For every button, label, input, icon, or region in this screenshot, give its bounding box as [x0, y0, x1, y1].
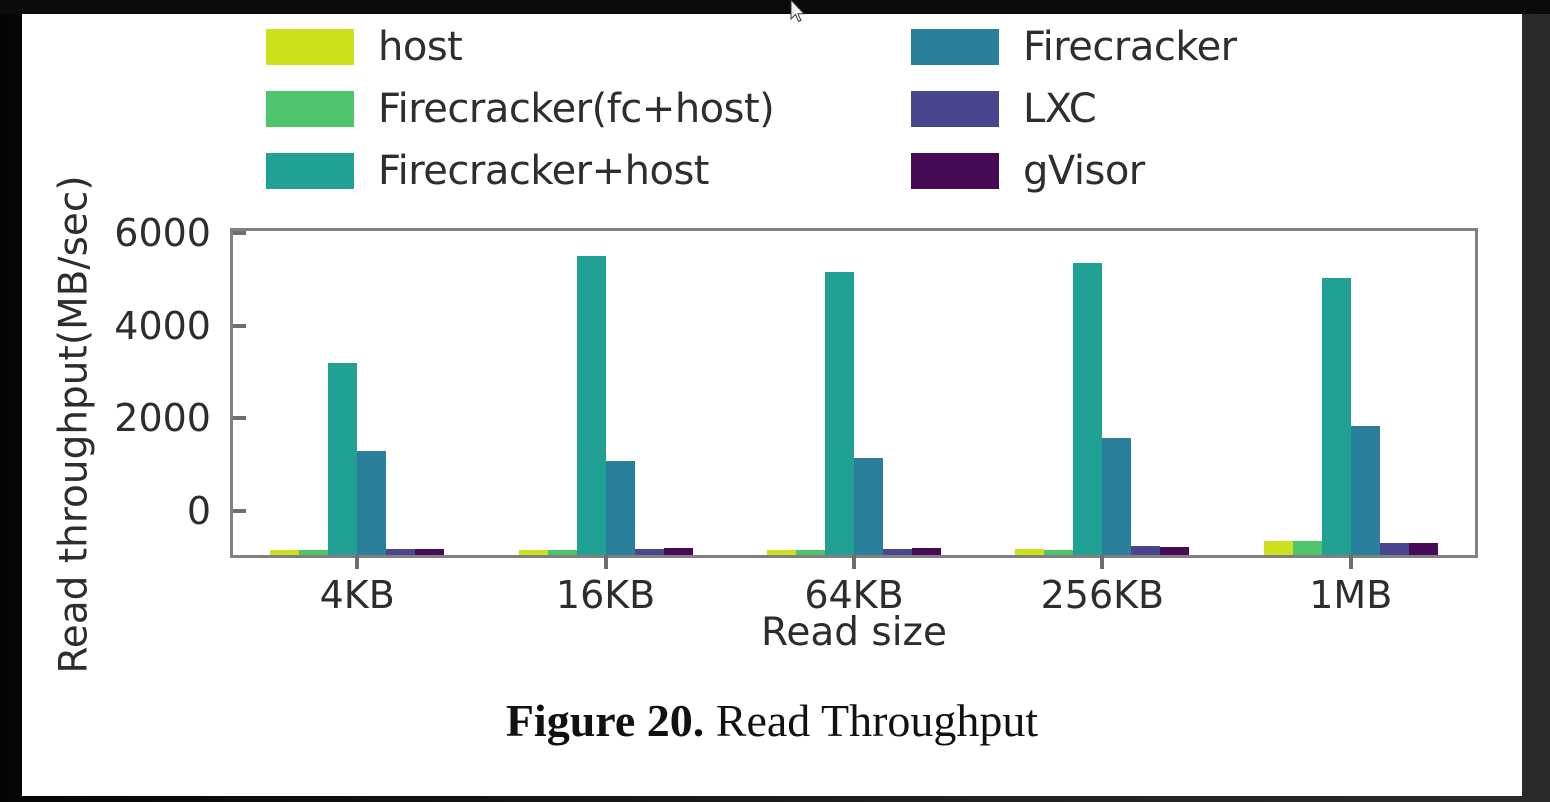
bar	[1160, 547, 1190, 555]
bar	[328, 362, 358, 555]
y-axis-tick-mark	[233, 323, 246, 328]
bar-cluster	[767, 231, 941, 555]
y-axis-tick: 0	[186, 489, 246, 533]
y-axis-tick-mark	[233, 231, 246, 236]
legend-item-label: Firecracker+host	[378, 148, 709, 194]
legend-swatch-icon	[911, 29, 999, 65]
legend-item-label: Firecracker(fc+host)	[378, 86, 775, 132]
x-axis-tick-mark	[1100, 555, 1105, 569]
x-axis-tick-mark	[355, 555, 360, 569]
chart-area: Read throughput(MB/sec) 0 2000 4000 6000 4KB…	[22, 175, 1522, 676]
x-axis-tick-label: 4KB	[319, 573, 395, 617]
x-axis-tick-mark	[851, 555, 856, 569]
legend-swatch-icon	[266, 153, 354, 189]
plot-inner: 0 2000 4000 6000 4KB 16KB 64KB 256KB 1MB	[114, 211, 1475, 617]
player-top-letterbox	[0, 0, 1550, 14]
bar	[1131, 545, 1161, 555]
bar-group: 16KB	[481, 231, 729, 617]
bar	[605, 461, 635, 555]
bar	[518, 549, 548, 555]
plot-frame: 0 2000 4000 6000 4KB 16KB 64KB 256KB 1MB	[114, 211, 1478, 617]
legend-swatch-icon	[266, 29, 354, 65]
bar	[663, 548, 693, 555]
bar-cluster	[1015, 231, 1190, 555]
bar-cluster	[270, 231, 445, 555]
bar	[767, 549, 797, 555]
figure-caption-title: Read Throughput	[704, 695, 1039, 746]
bar	[825, 271, 854, 555]
y-axis-tick-label: 2000	[114, 396, 211, 441]
y-axis-tick: 4000	[114, 303, 246, 348]
bar	[299, 550, 329, 555]
legend-item: LXC	[911, 78, 1311, 140]
y-axis-tick-label: 6000	[114, 211, 211, 256]
bar	[634, 548, 664, 555]
legend-item: Firecracker+host	[266, 140, 886, 202]
bar-group: 256KB	[978, 231, 1226, 617]
bar-cluster	[518, 231, 693, 555]
legend-item: host	[266, 16, 886, 78]
y-axis-tick-mark	[233, 416, 246, 421]
bar-group: 64KB	[730, 231, 978, 617]
legend-swatch-icon	[911, 91, 999, 127]
bar	[1408, 542, 1438, 555]
bar	[415, 548, 445, 555]
bar	[796, 550, 826, 555]
legend-item: gVisor	[911, 140, 1311, 202]
y-axis-tick-mark	[233, 509, 246, 513]
bar	[854, 458, 883, 555]
y-axis-tick: 6000	[114, 211, 246, 256]
x-axis-tick-label: 256KB	[1040, 573, 1165, 617]
legend-item-label: Firecracker	[1023, 24, 1237, 70]
x-axis-tick-label: 16KB	[555, 573, 656, 617]
y-axis-tick-label: 4000	[114, 303, 211, 348]
legend-swatch-icon	[266, 91, 354, 127]
bar	[1073, 263, 1103, 555]
bar	[911, 548, 941, 555]
legend-item-label: host	[378, 24, 463, 70]
figure-caption-number: Figure 20.	[505, 695, 705, 746]
bar	[1263, 541, 1293, 555]
y-axis-tick-label: 0	[186, 489, 211, 533]
legend-item-label: gVisor	[1023, 148, 1145, 194]
x-axis-tick-mark	[1348, 555, 1353, 569]
bar	[1379, 542, 1409, 555]
legend-swatch-icon	[911, 153, 999, 189]
x-axis-tick-label: 1MB	[1309, 573, 1393, 617]
x-axis-tick-mark	[603, 555, 608, 569]
bar	[1292, 541, 1322, 555]
bar	[1350, 426, 1380, 555]
bar	[270, 549, 300, 555]
x-axis-title: Read size	[760, 610, 947, 655]
bar	[1044, 549, 1074, 555]
bar-cluster	[1263, 231, 1438, 555]
figure-caption: Figure 20. Read Throughput	[22, 694, 1522, 747]
bar	[1102, 437, 1132, 555]
bar	[882, 549, 912, 555]
legend-item: Firecracker	[911, 16, 1311, 78]
bar	[1015, 549, 1045, 555]
mouse-pointer-icon	[790, 0, 806, 23]
legend-item-label: LXC	[1023, 86, 1097, 132]
x-axis-tick-label: 64KB	[804, 573, 904, 617]
y-axis-title: Read throughput(MB/sec)	[51, 175, 97, 674]
bar	[386, 548, 416, 555]
bar	[357, 450, 387, 555]
bar-group: 1MB	[1227, 231, 1475, 617]
legend-item: Firecracker(fc+host)	[266, 78, 886, 140]
bar	[1321, 278, 1351, 555]
bar	[576, 256, 606, 555]
bar	[547, 550, 577, 555]
y-axis-tick: 2000	[114, 396, 246, 441]
bar-group: 4KB	[233, 231, 481, 617]
